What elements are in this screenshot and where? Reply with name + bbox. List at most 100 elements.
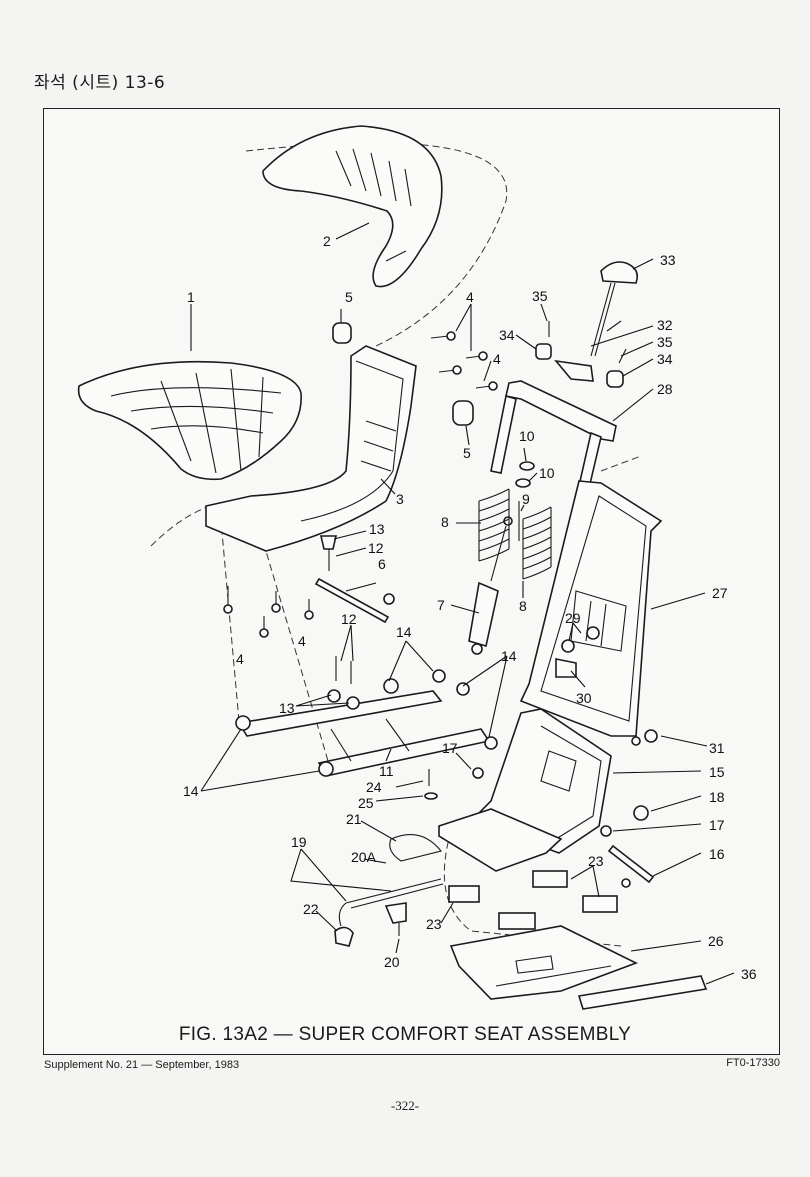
label-part-16: 16 bbox=[709, 846, 725, 862]
part-base-plate bbox=[438, 808, 563, 872]
label-part-5b: 5 bbox=[463, 445, 471, 461]
part-washer-17-right bbox=[600, 825, 612, 837]
part-seat-frame bbox=[205, 345, 417, 552]
part-washer-31 bbox=[631, 736, 641, 746]
part-bolt-29-a bbox=[586, 626, 600, 640]
label-part-29: 29 bbox=[565, 610, 581, 626]
label-part-17a: 17 bbox=[442, 740, 458, 756]
part-bolts-group-4 bbox=[430, 331, 498, 391]
leader-lines bbox=[190, 222, 735, 985]
label-part-9: 9 bbox=[522, 491, 530, 507]
label-part-34a: 34 bbox=[499, 327, 515, 343]
label-part-4a: 4 bbox=[466, 289, 474, 305]
part-slide-rail-26 bbox=[449, 925, 639, 1000]
label-part-34b: 34 bbox=[657, 351, 673, 367]
part-bolt-30 bbox=[555, 658, 577, 678]
label-part-24: 24 bbox=[366, 779, 382, 795]
part-bumper-upper bbox=[332, 322, 352, 344]
part-studs-12-mid bbox=[335, 656, 352, 684]
label-part-20a: 20A bbox=[351, 849, 377, 865]
label-part-22: 22 bbox=[303, 901, 319, 917]
part-bushing-14-b bbox=[318, 761, 334, 777]
label-part-26: 26 bbox=[708, 933, 724, 949]
label-part-19: 19 bbox=[291, 834, 307, 850]
label-part-32: 32 bbox=[657, 317, 673, 333]
part-bolt-29-b bbox=[561, 639, 575, 653]
part-clip-6 bbox=[383, 593, 395, 605]
label-part-27: 27 bbox=[712, 585, 728, 601]
part-pad-23-a bbox=[448, 885, 480, 903]
label-part-21: 21 bbox=[346, 811, 362, 827]
label-part-3: 3 bbox=[396, 491, 404, 507]
part-bushing-13-a bbox=[327, 689, 341, 703]
label-part-7: 7 bbox=[437, 597, 445, 613]
exploded-seat-diagram: 1 2 3 4 4 4 4 5 5 6 7 8 8 9 10 10 11 12 … bbox=[77, 125, 757, 1010]
part-bushing-34-left bbox=[535, 343, 552, 360]
drawing-code: FT0-17330 bbox=[726, 1057, 780, 1069]
part-bushing-14-c bbox=[383, 678, 399, 694]
label-part-10b: 10 bbox=[539, 465, 555, 481]
part-lower-link-11 bbox=[237, 690, 491, 777]
part-backrest bbox=[262, 125, 443, 288]
assembly-line-link-right bbox=[262, 540, 332, 772]
label-part-5a: 5 bbox=[345, 289, 353, 305]
label-part-10a: 10 bbox=[519, 428, 535, 444]
label-part-12b: 12 bbox=[341, 611, 357, 627]
label-part-14c: 14 bbox=[183, 783, 199, 799]
label-part-23a: 23 bbox=[426, 916, 442, 932]
label-part-33: 33 bbox=[660, 252, 676, 268]
part-knob-22 bbox=[334, 926, 354, 947]
label-part-8a: 8 bbox=[441, 514, 449, 530]
label-part-15: 15 bbox=[709, 764, 725, 780]
part-spring-right bbox=[522, 506, 552, 580]
part-shaft-16 bbox=[607, 844, 655, 884]
label-part-12a: 12 bbox=[368, 540, 384, 556]
label-part-6: 6 bbox=[378, 556, 386, 572]
part-pad-23-c bbox=[532, 870, 568, 888]
part-latch-32 bbox=[554, 359, 594, 382]
figure-caption: FIG. 13A2 — SUPER COMFORT SEAT ASSEMBLY bbox=[178, 1024, 632, 1045]
label-part-13b: 13 bbox=[279, 700, 295, 716]
part-pin-32 bbox=[606, 320, 622, 332]
label-part-4d: 4 bbox=[298, 633, 306, 649]
label-part-14b: 14 bbox=[501, 648, 517, 664]
part-nut-18 bbox=[633, 805, 649, 821]
part-block-20 bbox=[384, 902, 407, 924]
part-knob-33 bbox=[590, 261, 639, 357]
page-number: -322- bbox=[390, 1098, 420, 1113]
label-part-8b: 8 bbox=[519, 598, 527, 614]
figure-frame: 1 2 3 4 4 4 4 5 5 6 7 8 8 9 10 10 11 12 … bbox=[43, 108, 780, 1055]
part-washer-10-lower bbox=[515, 478, 531, 488]
label-part-18: 18 bbox=[709, 789, 725, 805]
part-bushing-14-a bbox=[235, 715, 251, 731]
part-bushing-14-d bbox=[432, 669, 446, 683]
label-part-35a: 35 bbox=[532, 288, 548, 304]
page-header-title: 좌석 (시트) 13-6 bbox=[34, 73, 166, 93]
label-part-30: 30 bbox=[576, 690, 592, 706]
part-bushing-34-right bbox=[606, 370, 624, 388]
part-pad-23-d bbox=[582, 895, 618, 913]
label-part-17b: 17 bbox=[709, 817, 725, 833]
part-bolts-lower bbox=[223, 586, 314, 638]
label-part-25: 25 bbox=[358, 795, 374, 811]
label-part-13a: 13 bbox=[369, 521, 385, 537]
part-pin-6 bbox=[314, 577, 390, 624]
part-washer-25 bbox=[424, 792, 438, 800]
assembly-line-base bbox=[443, 830, 622, 947]
label-part-20: 20 bbox=[384, 954, 400, 970]
part-rail-36 bbox=[577, 975, 708, 1010]
part-pad-23-b bbox=[498, 912, 536, 930]
part-bumper-lower bbox=[452, 400, 474, 426]
part-bushing-14-e bbox=[456, 682, 470, 696]
part-bushing-13-upper bbox=[319, 535, 338, 550]
assembly-line-backrest bbox=[245, 142, 508, 347]
assembly-line-cushion bbox=[150, 500, 232, 547]
part-seat-cushion bbox=[77, 360, 302, 481]
label-part-4b: 4 bbox=[493, 351, 501, 367]
part-bushing-14-f bbox=[484, 736, 498, 750]
part-spring-left bbox=[478, 488, 510, 562]
label-part-23b: 23 bbox=[588, 853, 604, 869]
part-rod-19 bbox=[338, 878, 444, 927]
part-screws-35 bbox=[548, 321, 627, 364]
assembly-line-frame bbox=[600, 455, 642, 472]
